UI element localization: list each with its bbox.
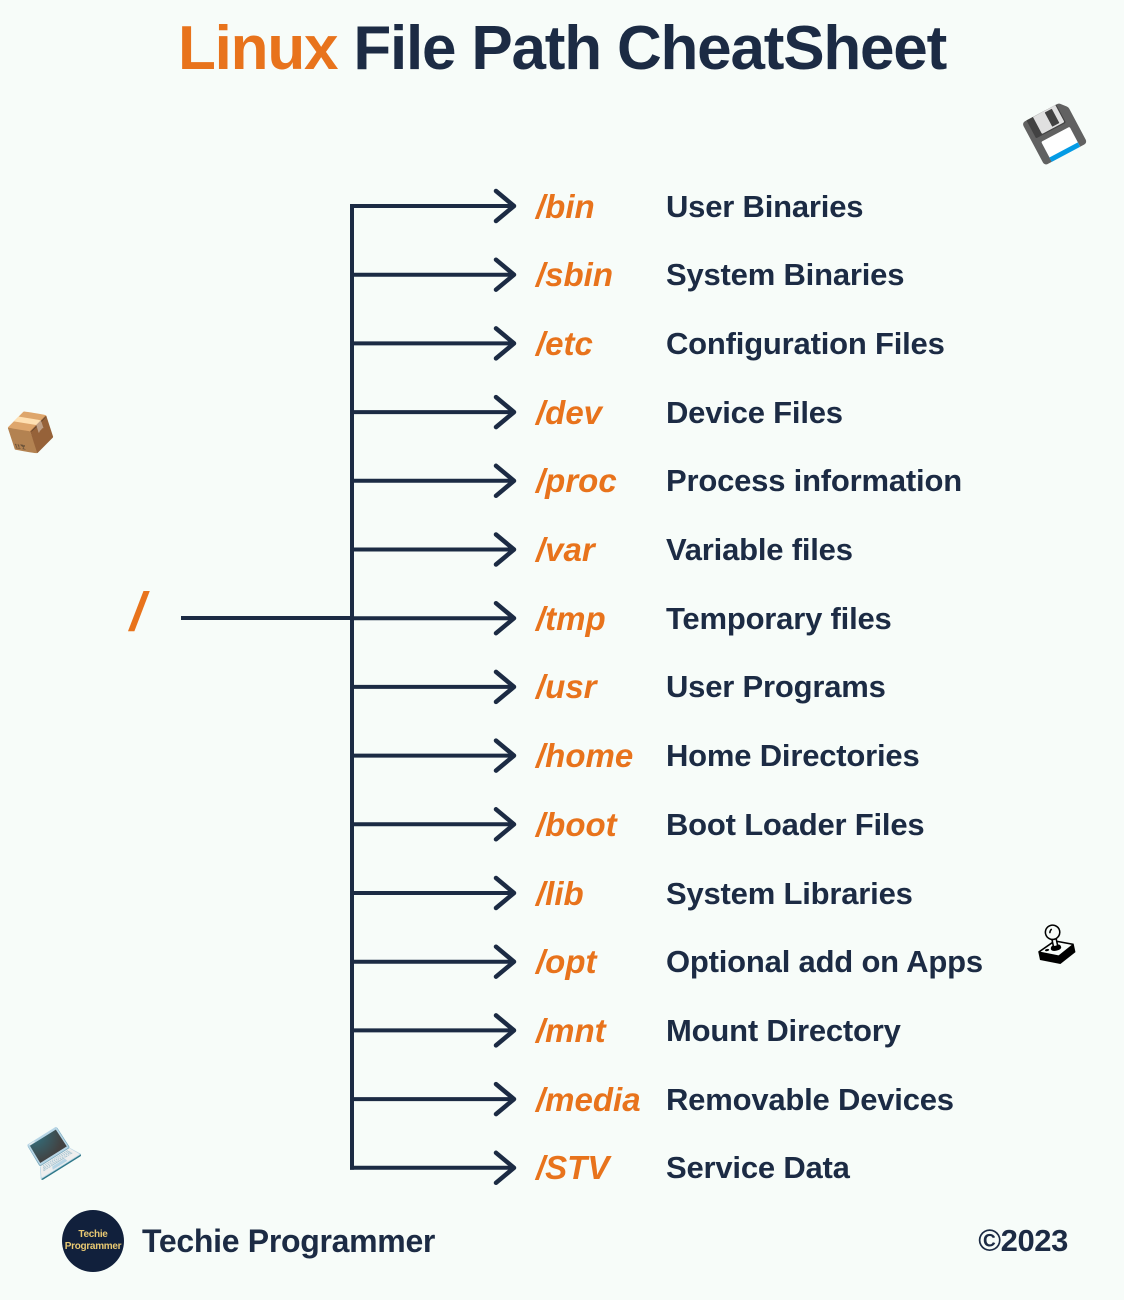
path-description: Mount Directory: [666, 1012, 901, 1048]
path-label: /STV: [536, 1149, 610, 1187]
path-row: /etc Configuration Files: [536, 322, 945, 364]
path-label: /var: [536, 531, 595, 568]
footer: Techie Programmer Techie Programmer ©202…: [0, 1204, 1124, 1278]
path-row: /mnt Mount Directory: [536, 1009, 901, 1051]
path-label: /proc: [536, 462, 617, 500]
path-row: /dev Device Files: [536, 391, 843, 433]
path-label: /opt: [536, 943, 597, 981]
path-label: /boot: [536, 805, 617, 843]
path-description: Home Directories: [666, 738, 920, 774]
path-label: /etc: [536, 324, 593, 362]
path-description: Device Files: [666, 394, 843, 430]
joystick-icon: 🕹: [1025, 918, 1085, 972]
path-row: /boot Boot Loader Files: [536, 803, 925, 845]
path-label: /lib: [536, 874, 584, 912]
path-description: Service Data: [666, 1150, 850, 1186]
path-label: /sbin: [536, 256, 614, 294]
brand-block: Techie Programmer Techie Programmer: [62, 1210, 435, 1272]
path-description: Configuration Files: [666, 325, 945, 361]
path-description: Removable Devices: [666, 1081, 954, 1117]
path-label: /home: [536, 737, 634, 775]
path-row: /bin User Binaries: [536, 185, 863, 227]
brand-logo-line-2: Programmer: [64, 1241, 122, 1252]
title-main-words: File Path CheatSheet: [353, 14, 947, 83]
path-description: User Binaries: [666, 188, 864, 224]
path-description: Boot Loader Files: [666, 806, 925, 842]
path-description: Variable files: [666, 532, 853, 567]
copyright-label: ©2023: [978, 1223, 1068, 1258]
path-label: /media: [536, 1080, 641, 1118]
path-description: Optional add on Apps: [666, 944, 983, 980]
path-description: Temporary files: [666, 600, 892, 636]
path-description: Process information: [666, 463, 962, 499]
brand-logo-icon: Techie Programmer: [62, 1210, 124, 1272]
path-description: System Binaries: [666, 257, 905, 293]
path-label: /tmp: [536, 599, 606, 637]
path-row: /tmp Temporary files: [536, 597, 892, 639]
brand-name-label: Techie Programmer: [142, 1222, 436, 1259]
title-accent-word: Linux: [177, 14, 339, 83]
path-description: User Programs: [666, 669, 886, 705]
path-description: System Libraries: [666, 875, 913, 911]
path-row: /usr User Programs: [536, 666, 886, 708]
brand-logo-line-1: Techie: [78, 1229, 108, 1240]
page-title: Linux File Path CheatSheet: [0, 18, 1124, 80]
path-row: /STV Service Data: [536, 1147, 850, 1189]
path-row: /var Variable files: [536, 529, 853, 571]
path-label: /usr: [536, 668, 597, 706]
path-row: /proc Process information: [536, 460, 962, 502]
root-node-label: /: [130, 582, 146, 642]
path-label: /dev: [536, 393, 603, 431]
path-row: /sbin System Binaries: [536, 254, 904, 296]
path-label: /bin: [536, 187, 595, 225]
path-label: /mnt: [536, 1011, 606, 1049]
path-row: /media Removable Devices: [536, 1078, 954, 1120]
path-row: /lib System Libraries: [536, 872, 913, 914]
path-row: /home Home Directories: [536, 735, 920, 777]
path-row: /opt Optional add on Apps: [536, 941, 983, 983]
